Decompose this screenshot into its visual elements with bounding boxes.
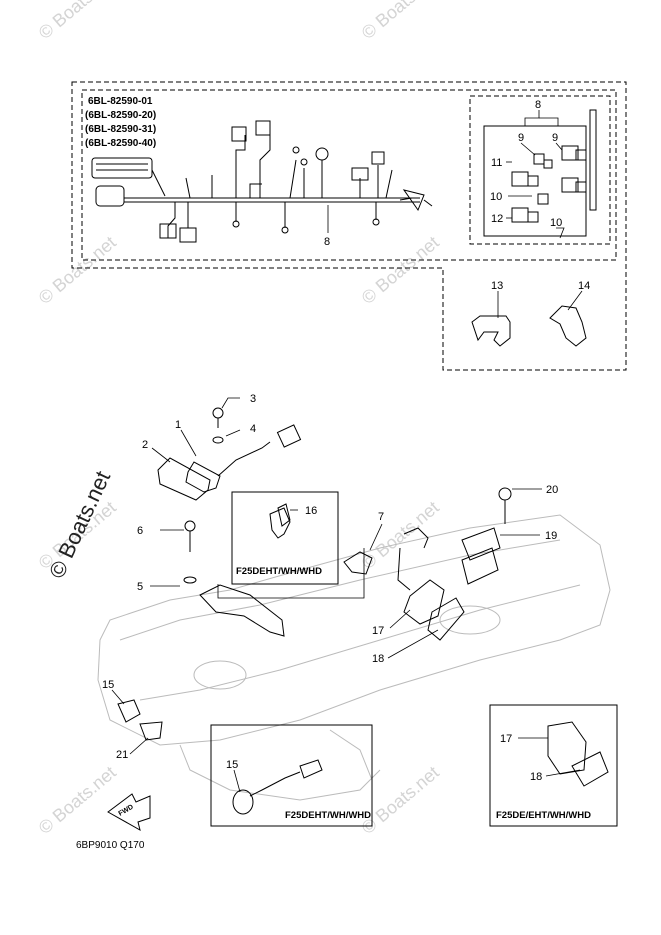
watermark: © Boats.net [35,762,120,838]
fwd-label: FWD [118,804,135,818]
callout-8: 8 [324,236,330,248]
switch-inset-leader [217,548,365,599]
callout-5: 5 [137,581,143,593]
callout-4: 4 [250,423,256,435]
callout-21: 21 [116,749,128,761]
connector-detail-drawing [483,109,597,237]
callout-leaders [111,110,583,793]
figure-code: 6BP9010 Q170 [76,840,145,851]
callout-19: 19 [545,530,557,542]
watermark: © Boats.net [35,0,120,43]
switch-inset-model: F25DEHT/WH/WHD [236,566,322,577]
grommet-inset-model: F25DE/EHT/WH/WHD [496,810,591,821]
bottom-cowling-drawing [97,514,611,801]
callout-13: 13 [491,280,503,292]
grommet-inset-box [489,704,618,827]
callout-8: 8 [535,99,541,111]
fwd-arrow-icon [107,793,151,832]
callout-9: 9 [518,132,524,144]
kit-part-number: (6BL-82590-40) [85,138,156,149]
grommet-drawing [547,721,609,787]
callout-15: 15 [226,759,238,771]
kit-part-number: (6BL-82590-20) [85,110,156,121]
callout-17: 17 [372,625,384,637]
callout-16: 16 [305,505,317,517]
kit-part-number: (6BL-82590-31) [85,124,156,135]
callout-10: 10 [550,217,562,229]
callout-12: 12 [491,213,503,225]
callout-9: 9 [552,132,558,144]
kit-inner-boundary [81,89,617,261]
callout-20: 20 [546,484,558,496]
watermark: © Boats.net [358,232,443,308]
kit-boundary [71,81,627,371]
callout-11: 11 [491,157,502,169]
callout-10: 10 [490,191,502,203]
watermark: © Boats.net [358,762,443,838]
sender-inset-model: F25DEHT/WH/WHD [285,810,371,821]
switch-drawing [269,507,291,539]
sender-drawing [232,759,323,815]
callout-2: 2 [142,439,148,451]
callout-1: 1 [175,419,181,431]
watermark: © Boats.net [35,232,120,308]
callout-3: 3 [250,393,256,405]
callout-18: 18 [372,653,384,665]
kit-part-number: 6BL-82590-01 [88,96,153,107]
parts-drawing [117,407,512,741]
switch-inset-box [231,491,339,585]
callout-6: 6 [137,525,143,537]
callout-18: 18 [530,771,542,783]
callout-7: 7 [378,511,384,523]
callout-15: 15 [102,679,114,691]
watermark: © Boats.net [358,0,443,43]
cable-clip-drawing [471,305,587,347]
sender-inset-box [210,724,373,827]
wire-harness-drawing [91,120,433,243]
callout-14: 14 [578,280,590,292]
callout-17: 17 [500,733,512,745]
